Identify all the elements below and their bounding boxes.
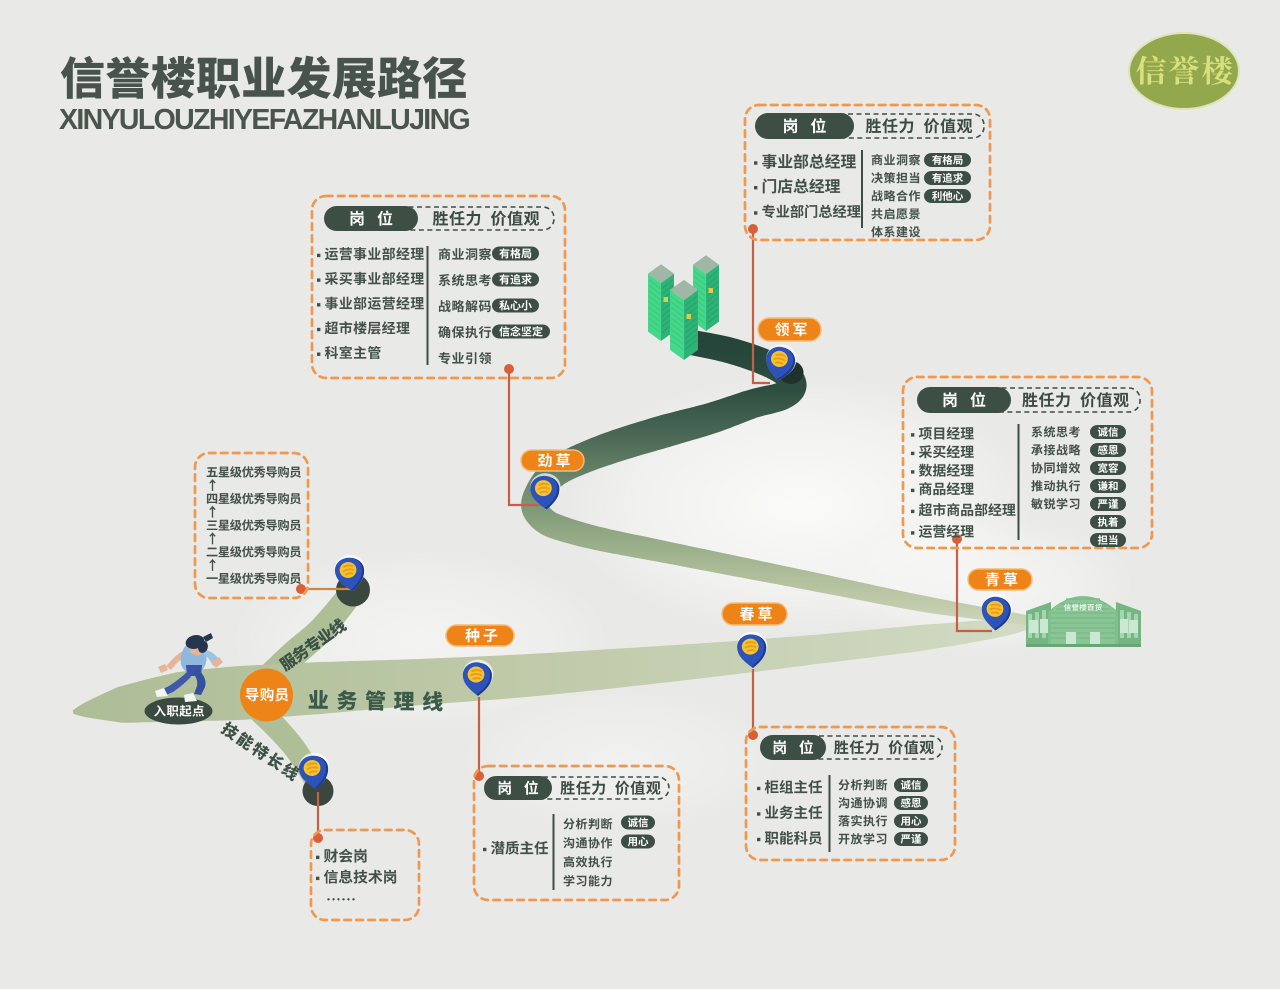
svg-text:XINYULOUZHIYEFAZHANLUJING: XINYULOUZHIYEFAZHANLUJING (59, 104, 470, 136)
